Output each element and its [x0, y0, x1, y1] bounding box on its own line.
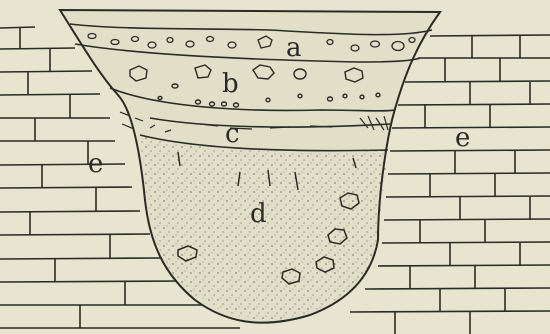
label-a: a	[286, 33, 302, 63]
label-e-left: e	[88, 149, 103, 179]
label-e-right: e	[455, 123, 470, 153]
label-c: c	[225, 119, 240, 149]
label-d: d	[250, 199, 267, 229]
label-b: b	[222, 69, 239, 99]
